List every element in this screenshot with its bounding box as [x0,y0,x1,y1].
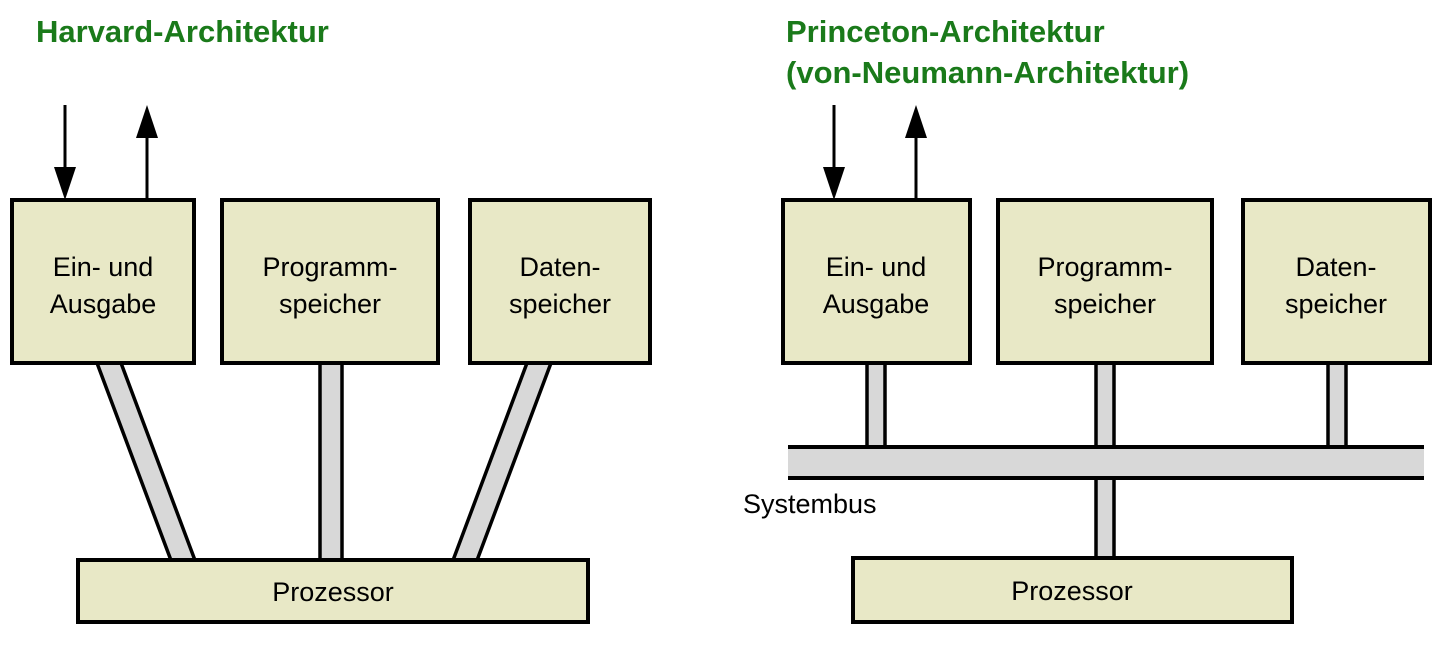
harvard-processor-label: Prozessor [272,577,394,607]
princeton-box-program-memory[interactable]: Programm- speicher [996,198,1214,365]
harvard-box-program-memory-line1: Programm- [262,252,397,282]
harvard-box-data-memory-line1: Daten- [519,252,600,282]
princeton-box-io-line2: Ausgabe [823,289,930,319]
harvard-box-io-line1: Ein- und [53,252,154,282]
harvard-box-processor[interactable]: Prozessor [76,558,590,624]
princeton-box-io[interactable]: Ein- und Ausgabe [781,198,972,365]
princeton-system-bus[interactable] [788,445,1424,480]
harvard-box-program-memory[interactable]: Programm- speicher [220,198,440,365]
princeton-bus-program-memory [1094,361,1116,451]
princeton-box-program-memory-line2: speicher [1054,289,1156,319]
harvard-bus-data-memory [449,361,554,565]
princeton-box-data-memory-line1: Daten- [1295,252,1376,282]
harvard-bus-program-memory [318,361,344,565]
harvard-title: Harvard-Architektur [36,14,329,49]
princeton-box-data-memory[interactable]: Daten- speicher [1241,198,1432,365]
harvard-box-io[interactable]: Ein- und Ausgabe [10,198,196,365]
princeton-input-arrow [823,105,845,200]
harvard-bus-io [94,361,199,565]
princeton-box-processor[interactable]: Prozessor [851,556,1294,624]
princeton-title-line2: (von-Neumann-Architektur) [786,55,1189,90]
princeton-system-bus-label: Systembus [743,489,877,519]
princeton-title-line1: Princeton-Architektur [786,14,1105,49]
harvard-box-data-memory[interactable]: Daten- speicher [468,198,652,365]
princeton-box-program-memory-line1: Programm- [1037,252,1172,282]
harvard-box-data-memory-line2: speicher [509,289,611,319]
princeton-box-data-memory-line2: speicher [1285,289,1387,319]
harvard-box-io-line2: Ausgabe [50,289,157,319]
harvard-architecture-group: Harvard-Architektur [10,14,652,624]
princeton-bus-processor [1094,474,1116,564]
princeton-bus-io [865,361,887,451]
princeton-output-arrow [905,105,927,200]
harvard-box-program-memory-line2: speicher [279,289,381,319]
princeton-bus-data-memory [1326,361,1348,451]
harvard-input-arrow [54,105,76,200]
harvard-output-arrow [136,105,158,200]
princeton-architecture-group: Princeton-Architektur (von-Neumann-Archi… [743,14,1432,624]
princeton-box-io-line1: Ein- und [826,252,927,282]
princeton-processor-label: Prozessor [1011,576,1133,606]
